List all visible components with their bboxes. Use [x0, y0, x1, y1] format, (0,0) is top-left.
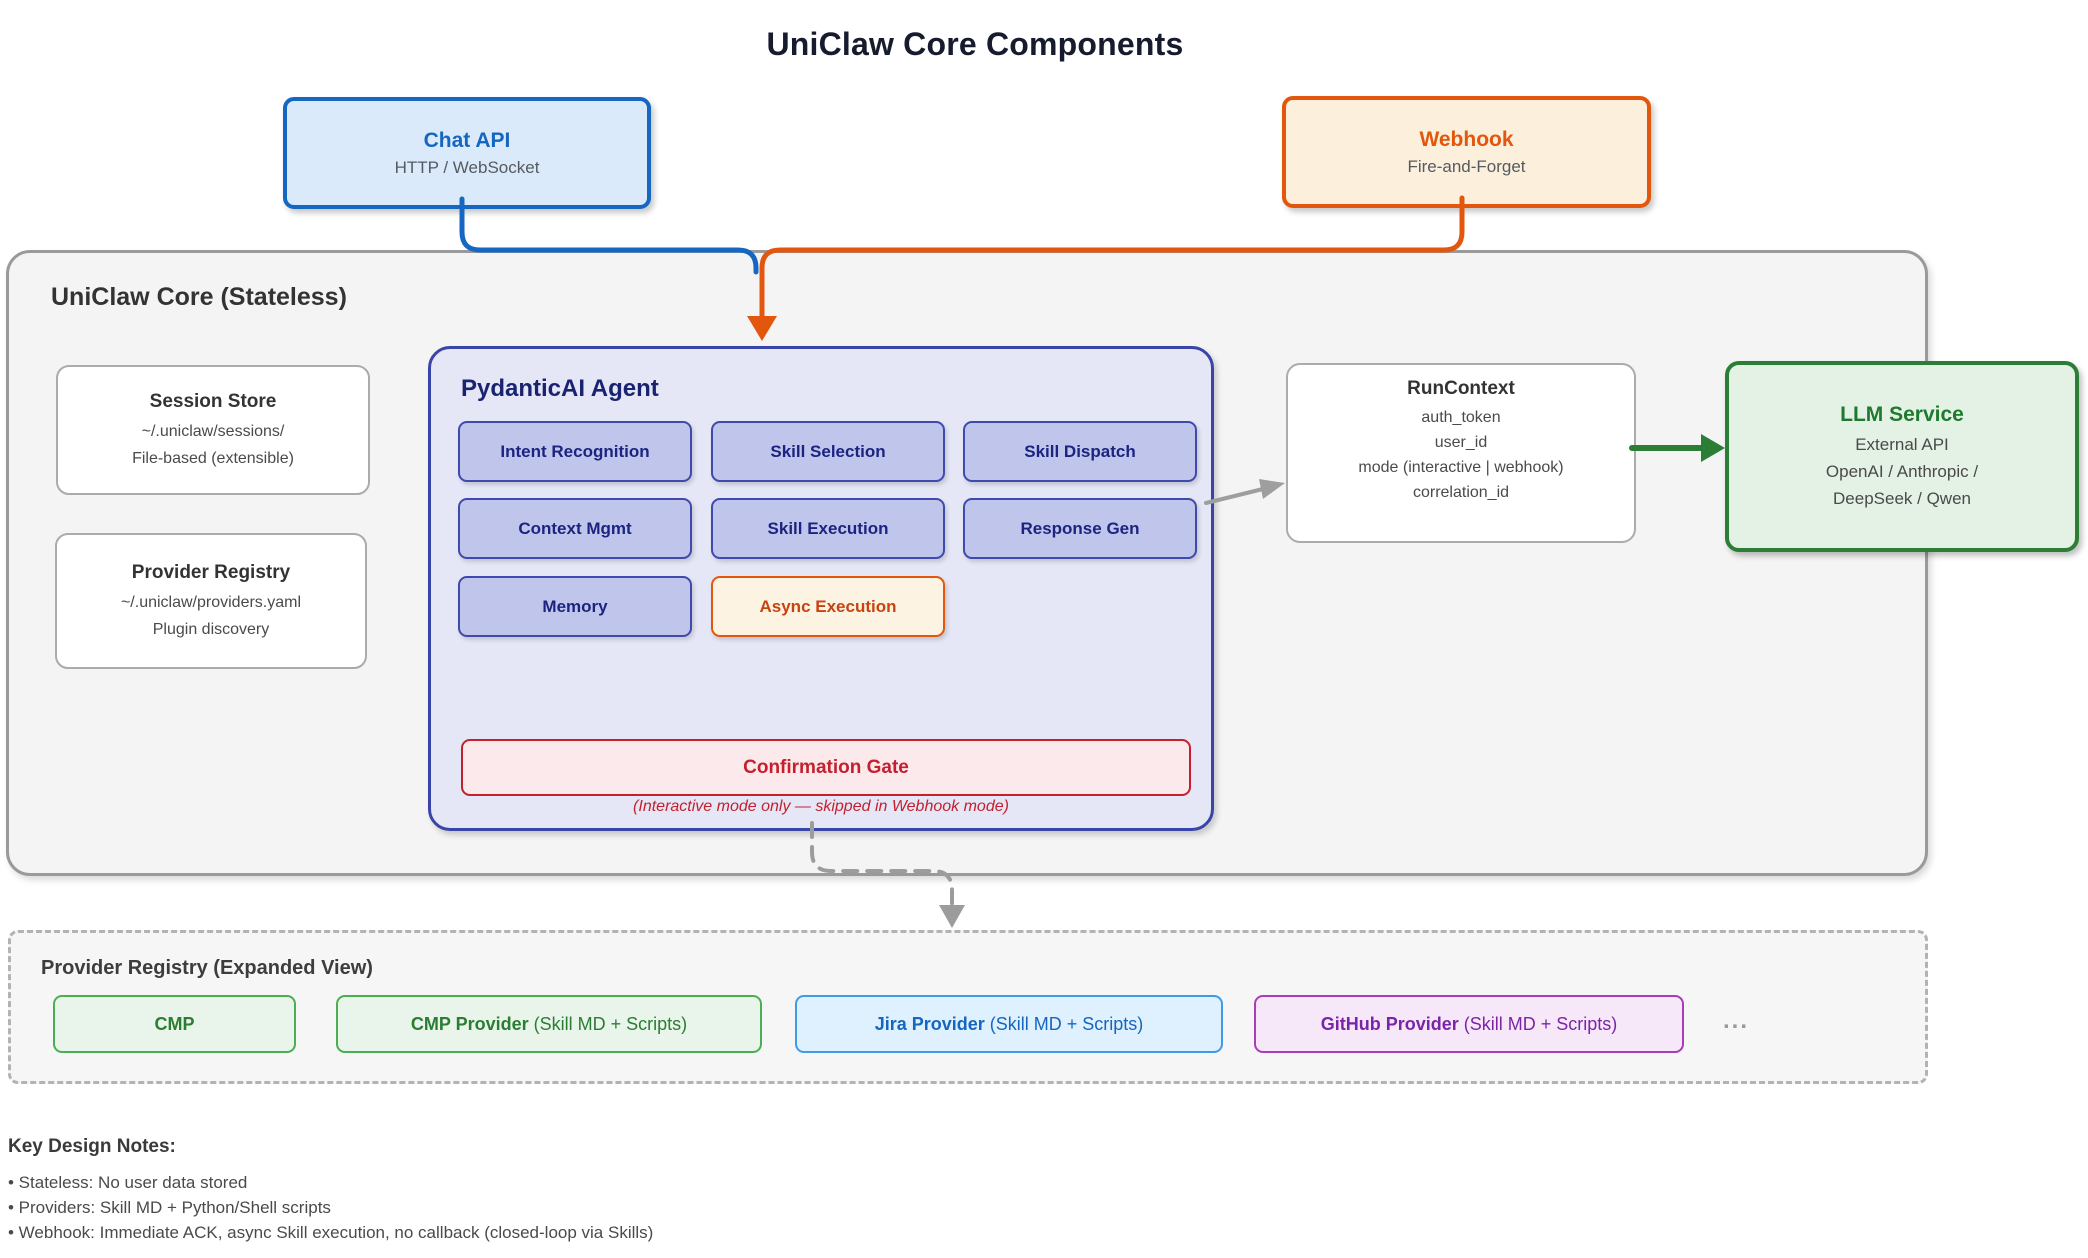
llm-service-title: LLM Service [1840, 402, 1964, 426]
provider-item-cmp-provider: CMP Provider (Skill MD + Scripts) [336, 995, 762, 1053]
diagram-title: UniClaw Core Components [766, 26, 1184, 62]
module-skill-dispatch: Skill Dispatch [963, 421, 1197, 482]
module-async-execution: Async Execution [711, 576, 945, 637]
session-store-desc: File-based (extensible) [132, 449, 294, 467]
session-store-title: Session Store [149, 390, 277, 412]
llm-service-line-external-api: External API [1855, 434, 1949, 454]
note-webhook: • Webhook: Immediate ACK, async Skill ex… [8, 1223, 654, 1242]
core-label: UniClaw Core (Stateless) [51, 283, 347, 311]
chat-api-title: Chat API [423, 128, 511, 152]
provider-item-github-suffix: (Skill MD + Scripts) [1458, 1013, 1618, 1034]
provider-item-cmp-provider-suffix: (Skill MD + Scripts) [528, 1013, 688, 1034]
provider-item-jira: Jira Provider (Skill MD + Scripts) [795, 995, 1223, 1053]
confirmation-gate-note: (Interactive mode only — skipped in Webh… [633, 798, 1009, 815]
provider-item-github-name: GitHub Provider [1320, 1013, 1459, 1034]
agent-to-expanded-arrowhead [939, 905, 965, 928]
provider-registry-expanded-container: Provider Registry (Expanded View) CMP CM… [8, 930, 1928, 1084]
provider-item-jira-name: Jira Provider [874, 1013, 985, 1034]
provider-item-jira-suffix: (Skill MD + Scripts) [984, 1013, 1144, 1034]
pydantic-agent-title: PydanticAI Agent [461, 375, 659, 402]
provider-registry-desc: Plugin discovery [152, 620, 270, 638]
provider-registry-path: ~/.uniclaw/providers.yaml [120, 593, 302, 611]
runcontext-field-correlation-id: correlation_id [1412, 484, 1510, 501]
chat-api-subtitle: HTTP / WebSocket [394, 157, 540, 177]
provider-item-cmp-name: CMP [154, 1013, 195, 1034]
runcontext-title: RunContext [1407, 378, 1515, 399]
module-response-gen: Response Gen [963, 498, 1197, 559]
provider-item-cmp: CMP [53, 995, 296, 1053]
llm-service-node: LLM Service External API OpenAI / Anthro… [1725, 361, 2079, 552]
module-memory: Memory [458, 576, 692, 637]
key-design-notes-title: Key Design Notes: [8, 1136, 176, 1157]
provider-registry-title: Provider Registry [131, 561, 291, 583]
webhook-node: Webhook Fire-and-Forget [1282, 96, 1651, 208]
runcontext-field-mode: mode (interactive | webhook) [1358, 459, 1564, 476]
webhook-title: Webhook [1419, 127, 1514, 151]
runcontext-field-user-id: user_id [1434, 434, 1488, 451]
llm-service-line-providers-2: DeepSeek / Qwen [1833, 488, 1971, 508]
uniclaw-core-container: UniClaw Core (Stateless) Session Store ~… [6, 250, 2079, 876]
chat-api-node: Chat API HTTP / WebSocket [283, 97, 651, 209]
more-providers-ellipsis: ... [1723, 1007, 1750, 1034]
runcontext-node: RunContext auth_token user_id mode (inte… [1286, 363, 1636, 543]
session-store-path: ~/.uniclaw/sessions/ [141, 422, 285, 440]
provider-item-github: GitHub Provider (Skill MD + Scripts) [1254, 995, 1684, 1053]
provider-registry-node: Provider Registry ~/.uniclaw/providers.y… [55, 533, 367, 669]
llm-service-line-providers-1: OpenAI / Anthropic / [1825, 461, 1979, 481]
confirmation-gate-node: Confirmation Gate [461, 739, 1191, 796]
session-store-node: Session Store ~/.uniclaw/sessions/ File-… [56, 365, 370, 495]
module-context-mgmt: Context Mgmt [458, 498, 692, 559]
note-stateless: • Stateless: No user data stored [8, 1173, 248, 1192]
webhook-subtitle: Fire-and-Forget [1407, 156, 1526, 176]
module-skill-execution: Skill Execution [711, 498, 945, 559]
note-providers: • Providers: Skill MD + Python/Shell scr… [8, 1198, 331, 1217]
module-skill-selection: Skill Selection [711, 421, 945, 482]
pydantic-agent-node: PydanticAI Agent Intent Recognition Skil… [428, 346, 1214, 831]
provider-item-cmp-provider-name: CMP Provider [410, 1013, 529, 1034]
runcontext-field-auth-token: auth_token [1421, 409, 1501, 426]
module-intent-recognition: Intent Recognition [458, 421, 692, 482]
provider-registry-expanded-label: Provider Registry (Expanded View) [41, 957, 373, 979]
